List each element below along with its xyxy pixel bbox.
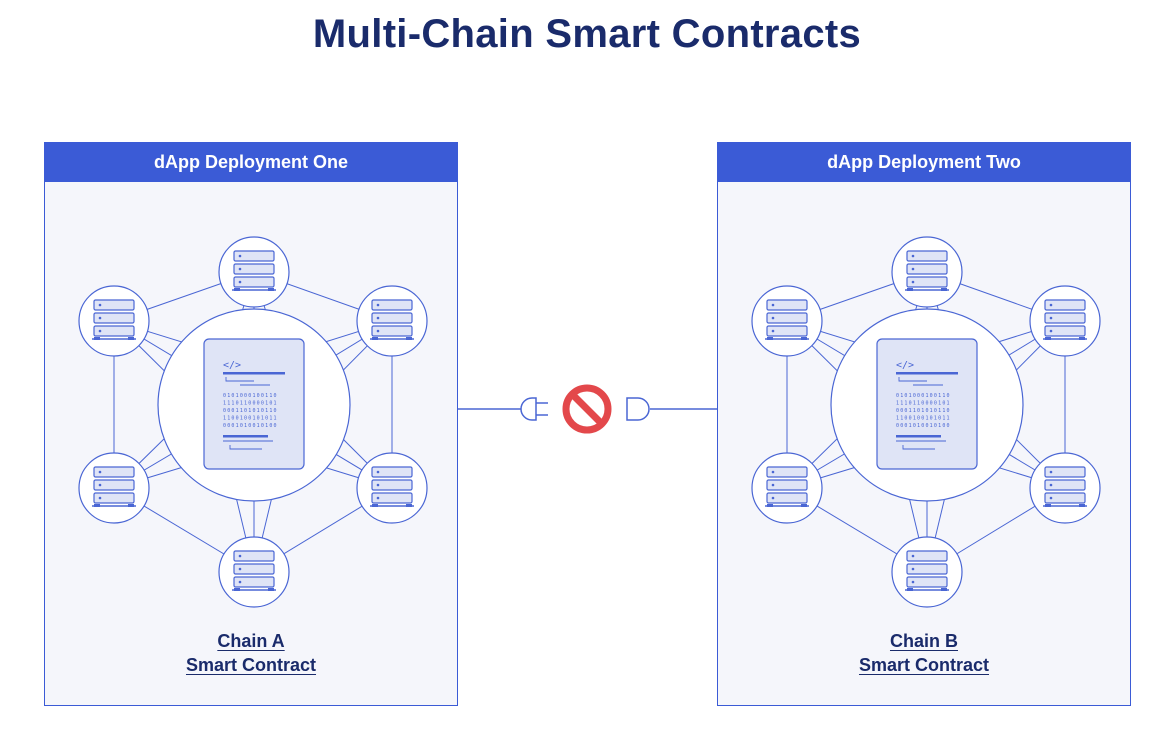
deployment-panel-two: dApp Deployment Two </> 0101000100110 1110… — [717, 142, 1131, 706]
binary-text: 0001101010110 — [896, 408, 951, 414]
node-lower-right — [356, 452, 428, 524]
code-tag-text: </> — [223, 360, 241, 371]
server-stack-icon — [232, 250, 276, 291]
binary-text: 1100100101011 — [223, 416, 278, 422]
binary-text: 0001010010100 — [223, 423, 278, 429]
deployment-header-two: dApp Deployment Two — [718, 143, 1130, 182]
node-upper-left — [78, 285, 150, 357]
deployment-panel-one: dApp Deployment One </> 0101000100110 1110… — [44, 142, 458, 706]
plug-icon — [520, 397, 548, 421]
network-diagram-one: </> 0101000100110 111011000010100011010101… — [78, 236, 428, 608]
smart-contract-hub: </> 0101000100110 111011000010100011010101… — [157, 308, 351, 502]
server-stack-icon — [92, 299, 136, 340]
binary-text: 0101000100110 — [223, 393, 278, 399]
node-upper-left — [751, 285, 823, 357]
binary-text: 0101000100110 — [896, 393, 951, 399]
server-stack-icon — [370, 299, 414, 340]
socket-icon — [626, 397, 650, 421]
code-tag-text: </> — [896, 360, 914, 371]
node-top — [218, 236, 290, 308]
page-title: Multi-Chain Smart Contracts — [312, 12, 862, 56]
node-bottom — [218, 536, 290, 608]
smart-contract-hub: </> 0101000100110 111011000010100011010101… — [830, 308, 1024, 502]
node-upper-right — [1029, 285, 1101, 357]
server-stack-icon — [370, 466, 414, 507]
server-stack-icon — [232, 550, 276, 591]
server-stack-icon — [1043, 299, 1087, 340]
contract-document-icon: </> 0101000100110 111011000010100011010101… — [203, 338, 305, 470]
network-diagram-two: </> 0101000100110 111011000010100011010101… — [751, 236, 1101, 608]
node-lower-left — [751, 452, 823, 524]
prohibited-icon — [562, 384, 612, 434]
deployment-header-one: dApp Deployment One — [45, 143, 457, 182]
server-stack-icon — [92, 466, 136, 507]
node-lower-left — [78, 452, 150, 524]
server-stack-icon — [905, 250, 949, 291]
server-stack-icon — [765, 466, 809, 507]
server-stack-icon — [765, 299, 809, 340]
server-stack-icon — [1043, 466, 1087, 507]
chain-label-two: Chain B — [889, 631, 958, 651]
node-upper-right — [356, 285, 428, 357]
binary-text: 1110110000101 — [896, 401, 951, 407]
binary-text: 1100100101011 — [896, 416, 951, 422]
contract-label-two: Smart Contract — [858, 655, 990, 675]
contract-label-one: Smart Contract — [185, 655, 317, 675]
node-bottom — [891, 536, 963, 608]
binary-text: 0001010010100 — [896, 423, 951, 429]
node-top — [891, 236, 963, 308]
contract-document-icon: </> 0101000100110 111011000010100011010101… — [876, 338, 978, 470]
binary-text: 0001101010110 — [223, 408, 278, 414]
node-lower-right — [1029, 452, 1101, 524]
server-stack-icon — [905, 550, 949, 591]
chain-label-one: Chain A — [217, 631, 285, 651]
binary-text: 1110110000101 — [223, 401, 278, 407]
